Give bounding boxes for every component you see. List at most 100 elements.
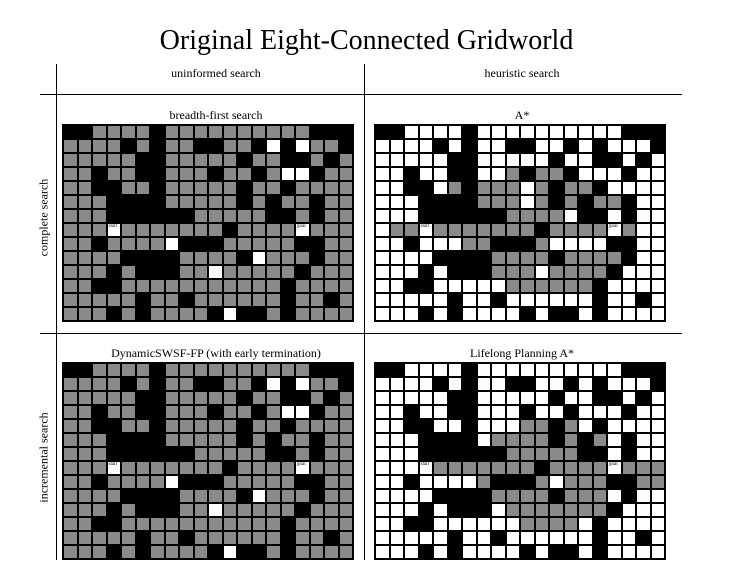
blocked-cell	[106, 279, 121, 293]
expanded-cell	[121, 167, 136, 181]
expanded-cell	[295, 251, 310, 265]
free-cell	[607, 279, 622, 293]
expanded-cell	[222, 195, 237, 209]
free-cell	[295, 167, 310, 181]
blocked-cell	[621, 475, 636, 489]
blocked-cell	[505, 475, 520, 489]
free-cell	[404, 545, 419, 559]
blocked-cell	[491, 447, 506, 461]
expanded-cell	[578, 461, 593, 475]
free-cell	[621, 153, 636, 167]
free-cell	[650, 209, 665, 223]
expanded-cell	[476, 223, 491, 237]
blocked-cell	[135, 195, 150, 209]
blocked-cell	[404, 279, 419, 293]
blocked-cell	[309, 405, 324, 419]
expanded-cell	[179, 377, 194, 391]
free-cell	[621, 503, 636, 517]
expanded-cell	[266, 517, 281, 531]
expanded-cell	[324, 279, 339, 293]
blocked-cell	[607, 265, 622, 279]
expanded-cell	[237, 461, 252, 475]
expanded-cell	[193, 447, 208, 461]
free-cell	[607, 405, 622, 419]
blocked-cell	[447, 391, 462, 405]
blocked-cell	[237, 545, 252, 559]
blocked-cell	[251, 139, 266, 153]
blocked-cell	[309, 433, 324, 447]
expanded-cell	[121, 363, 136, 377]
free-cell	[505, 153, 520, 167]
expanded-cell	[338, 293, 353, 307]
blocked-cell	[650, 125, 665, 139]
blocked-cell	[280, 447, 295, 461]
free-cell	[447, 475, 462, 489]
expanded-cell	[150, 461, 165, 475]
expanded-cell	[179, 265, 194, 279]
expanded-cell	[179, 503, 194, 517]
expanded-cell	[251, 433, 266, 447]
expanded-cell	[534, 181, 549, 195]
blocked-cell	[208, 167, 223, 181]
expanded-cell	[106, 153, 121, 167]
blocked-cell	[164, 209, 179, 223]
expanded-cell	[592, 223, 607, 237]
expanded-cell	[309, 377, 324, 391]
blocked-cell	[491, 209, 506, 223]
expanded-cell	[338, 531, 353, 545]
expanded-cell	[193, 209, 208, 223]
expanded-cell	[266, 363, 281, 377]
expanded-cell	[237, 293, 252, 307]
blocked-cell	[636, 363, 651, 377]
blocked-cell	[607, 391, 622, 405]
blocked-cell	[389, 363, 404, 377]
blocked-cell	[520, 167, 535, 181]
expanded-cell	[324, 223, 339, 237]
expanded-cell	[193, 433, 208, 447]
free-cell	[636, 251, 651, 265]
blocked-cell	[135, 153, 150, 167]
divider-horizontal-top	[40, 94, 682, 95]
free-cell	[433, 503, 448, 517]
expanded-cell	[164, 153, 179, 167]
blocked-cell	[447, 545, 462, 559]
expanded-cell	[106, 377, 121, 391]
blocked-cell	[208, 405, 223, 419]
goal-marker: goal	[297, 224, 306, 229]
expanded-cell	[193, 251, 208, 265]
blocked-cell	[150, 405, 165, 419]
expanded-cell	[534, 475, 549, 489]
expanded-cell	[135, 237, 150, 251]
expanded-cell	[222, 531, 237, 545]
expanded-cell	[592, 433, 607, 447]
expanded-cell	[578, 475, 593, 489]
blocked-cell	[433, 195, 448, 209]
free-cell	[491, 405, 506, 419]
blocked-cell	[92, 279, 107, 293]
expanded-cell	[179, 391, 194, 405]
expanded-cell	[150, 237, 165, 251]
blocked-cell	[650, 363, 665, 377]
expanded-cell	[338, 223, 353, 237]
free-cell	[389, 237, 404, 251]
expanded-cell	[164, 139, 179, 153]
expanded-cell	[491, 461, 506, 475]
free-cell	[222, 307, 237, 321]
expanded-cell	[92, 447, 107, 461]
blocked-cell	[135, 433, 150, 447]
expanded-cell	[505, 223, 520, 237]
expanded-cell	[251, 125, 266, 139]
blocked-cell	[222, 461, 237, 475]
expanded-cell	[309, 293, 324, 307]
blocked-cell	[476, 209, 491, 223]
expanded-cell	[92, 503, 107, 517]
blocked-cell	[237, 251, 252, 265]
free-cell	[375, 307, 390, 321]
free-cell	[607, 209, 622, 223]
free-cell	[607, 293, 622, 307]
blocked-cell	[520, 475, 535, 489]
free-cell	[650, 237, 665, 251]
free-cell	[563, 237, 578, 251]
expanded-cell	[135, 363, 150, 377]
expanded-cell	[505, 447, 520, 461]
